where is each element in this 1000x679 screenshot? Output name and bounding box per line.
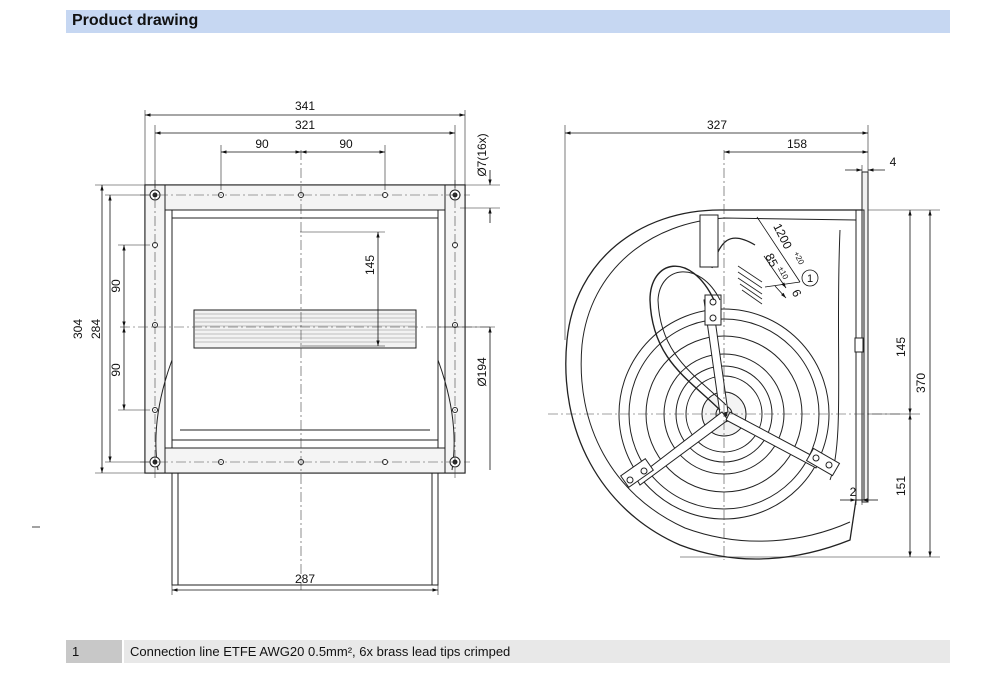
dim-hole-spacing-left: 90 xyxy=(255,137,269,151)
dim-strip-length: 85 xyxy=(762,251,781,270)
dim-side-to-center: 158 xyxy=(787,137,807,151)
legend-text: Connection line ETFE AWG20 0.5mm², 6x br… xyxy=(130,644,511,659)
dim-height-inner: 284 xyxy=(89,319,103,339)
front-view-dimensions: 341 321 90 90 Ø7(16x) 304 284 90 90 145 … xyxy=(71,99,489,586)
dim-vert-spacing-top: 90 xyxy=(109,279,123,293)
dim-inner-width: 321 xyxy=(295,118,315,132)
dim-side-flange: 4 xyxy=(890,155,897,169)
section-title: Product drawing xyxy=(72,12,199,29)
dim-tip-length: 6 xyxy=(789,287,805,300)
dim-side-overall-width: 327 xyxy=(707,118,727,132)
dim-bottom-width: 287 xyxy=(295,572,315,586)
dim-overall-width: 341 xyxy=(295,99,315,113)
legend-number-cell: 1 xyxy=(66,640,122,663)
dim-impeller-diameter: Ø194 xyxy=(475,357,489,387)
callout-number: 1 xyxy=(807,273,813,285)
dim-side-flange-offset: 2 xyxy=(850,485,857,499)
legend-number: 1 xyxy=(72,644,80,659)
dim-strip-length-tol: ±10 xyxy=(776,265,790,281)
product-drawing: 341 321 90 90 Ø7(16x) 304 284 90 90 145 … xyxy=(32,99,940,595)
dim-vert-spacing-bottom: 90 xyxy=(109,363,123,377)
side-view xyxy=(548,125,940,560)
dim-side-axis-to-top: 145 xyxy=(894,337,908,357)
dim-side-axis-to-bottom: 151 xyxy=(894,476,908,496)
dim-side-overall-height: 370 xyxy=(914,373,928,393)
dim-hole-spacing-right: 90 xyxy=(339,137,353,151)
dim-outlet-height: 145 xyxy=(363,255,377,275)
legend-text-cell: Connection line ETFE AWG20 0.5mm², 6x br… xyxy=(124,640,950,663)
dim-hole-diameter: Ø7(16x) xyxy=(475,133,489,176)
side-view-dimensions: 327 158 4 1200 +20 85 ±10 6 1 145 370 15… xyxy=(707,118,928,499)
dim-height-overall: 304 xyxy=(71,319,85,339)
dim-cable-length-tol: +20 xyxy=(792,250,806,267)
legend-row: 1 Connection line ETFE AWG20 0.5mm², 6x … xyxy=(66,640,950,663)
section-header: Product drawing xyxy=(66,10,950,33)
front-view xyxy=(95,110,500,595)
dim-cable-length: 1200 xyxy=(770,221,795,251)
